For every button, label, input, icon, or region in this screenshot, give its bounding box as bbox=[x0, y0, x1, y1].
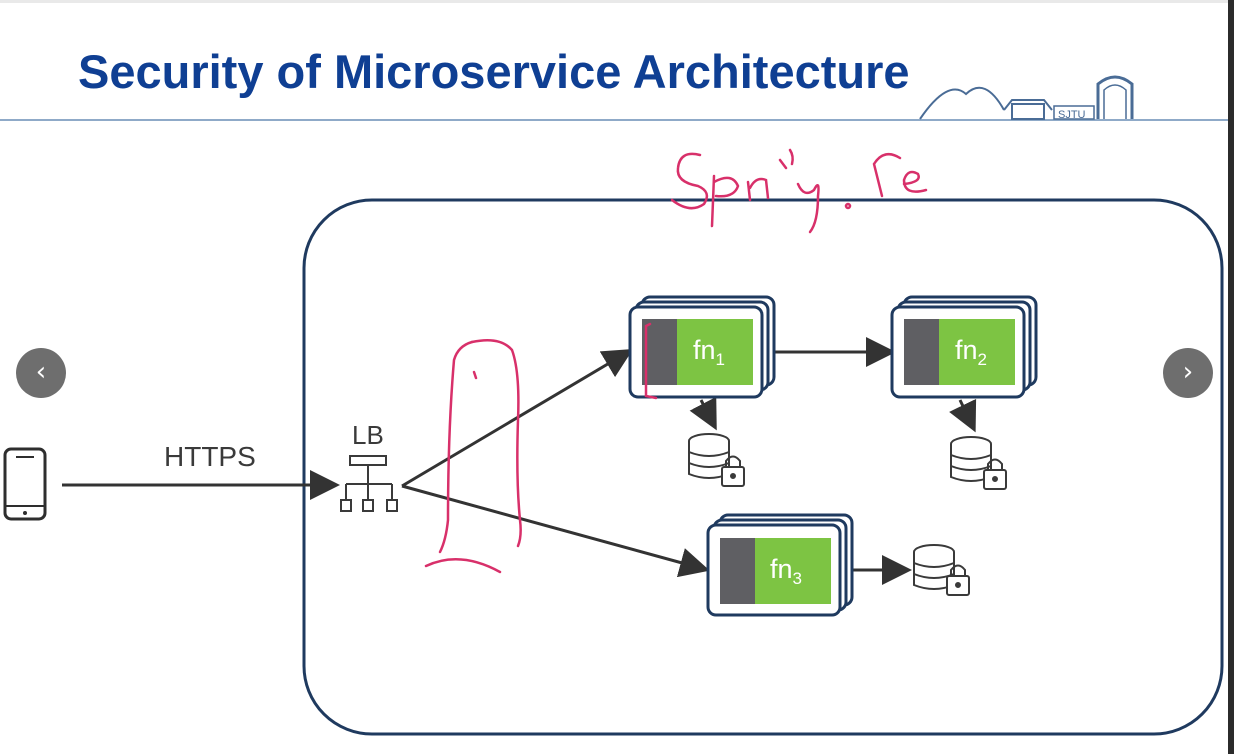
locked-database-icon bbox=[913, 544, 970, 596]
function-fn1 bbox=[628, 295, 776, 399]
https-label: HTTPS bbox=[164, 441, 256, 472]
title-rule bbox=[0, 119, 1228, 121]
previous-slide-button[interactable]: ‹ bbox=[16, 348, 66, 398]
function-fn3 bbox=[706, 513, 854, 617]
handwritten-annotation bbox=[424, 148, 928, 574]
arrow-lb-to-fn3 bbox=[401, 484, 710, 578]
fn1-subscript: 1 bbox=[715, 350, 725, 369]
lb-label: LB bbox=[352, 420, 384, 450]
next-slide-button[interactable]: › bbox=[1163, 348, 1213, 398]
slide-title: Security of Microservice Architecture bbox=[78, 45, 910, 98]
top-strip bbox=[0, 0, 1234, 3]
logo-text: SJTU bbox=[1058, 109, 1086, 121]
fn2-subscript: 2 bbox=[977, 350, 987, 369]
window-edge bbox=[1228, 0, 1234, 754]
fn2-label: fn2 bbox=[955, 335, 987, 370]
function-fn2 bbox=[890, 295, 1038, 399]
cluster-boundary bbox=[302, 198, 1224, 736]
fn1-name: fn bbox=[693, 335, 716, 365]
arrow-fn1-to-db1 bbox=[689, 396, 717, 431]
arrow-lb-to-fn1 bbox=[401, 348, 634, 488]
chevron-left-icon: ‹ bbox=[35, 357, 47, 387]
arrow-fn2-to-db2 bbox=[949, 398, 977, 433]
locked-database-icon bbox=[950, 436, 1007, 490]
chevron-right-icon: › bbox=[1182, 357, 1194, 387]
university-logo: SJTU bbox=[919, 75, 1134, 121]
locked-database-icon bbox=[688, 433, 745, 487]
network-hub-icon bbox=[340, 455, 398, 512]
fn2-name: fn bbox=[955, 335, 978, 365]
fn1-label: fn1 bbox=[693, 335, 725, 370]
fn3-name: fn bbox=[770, 554, 793, 584]
smartphone-icon bbox=[3, 447, 47, 521]
fn3-subscript: 3 bbox=[792, 569, 802, 588]
fn3-label: fn3 bbox=[770, 554, 802, 589]
